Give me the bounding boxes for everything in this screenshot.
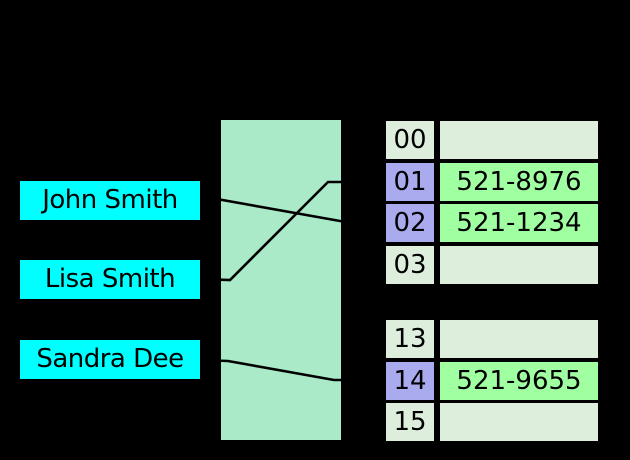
bucket-index-cell: 13	[386, 320, 434, 358]
bucket-index-cell: 15	[386, 403, 434, 441]
key-box-john-smith: John Smith	[20, 181, 200, 220]
key-box-sandra-dee: Sandra Dee	[20, 340, 200, 379]
key-box-lisa-smith: Lisa Smith	[20, 260, 200, 299]
bucket-value-cell: 521-8976	[440, 162, 598, 201]
bucket-index-cell: 01	[386, 162, 434, 201]
bucket-value-cell: 521-9655	[440, 361, 598, 400]
hash-function-box	[221, 120, 341, 440]
bucket-index-cell: 14	[386, 361, 434, 400]
bucket-index-cell: 00	[386, 121, 434, 159]
bucket-index-cell: 03	[386, 245, 434, 284]
bucket-value-cell	[440, 121, 598, 159]
bucket-value-cell	[440, 403, 598, 441]
bucket-value-cell	[440, 320, 598, 358]
bucket-index-cell: 02	[386, 204, 434, 242]
bucket-value-cell	[440, 245, 598, 284]
bucket-value-cell: 521-1234	[440, 204, 598, 242]
